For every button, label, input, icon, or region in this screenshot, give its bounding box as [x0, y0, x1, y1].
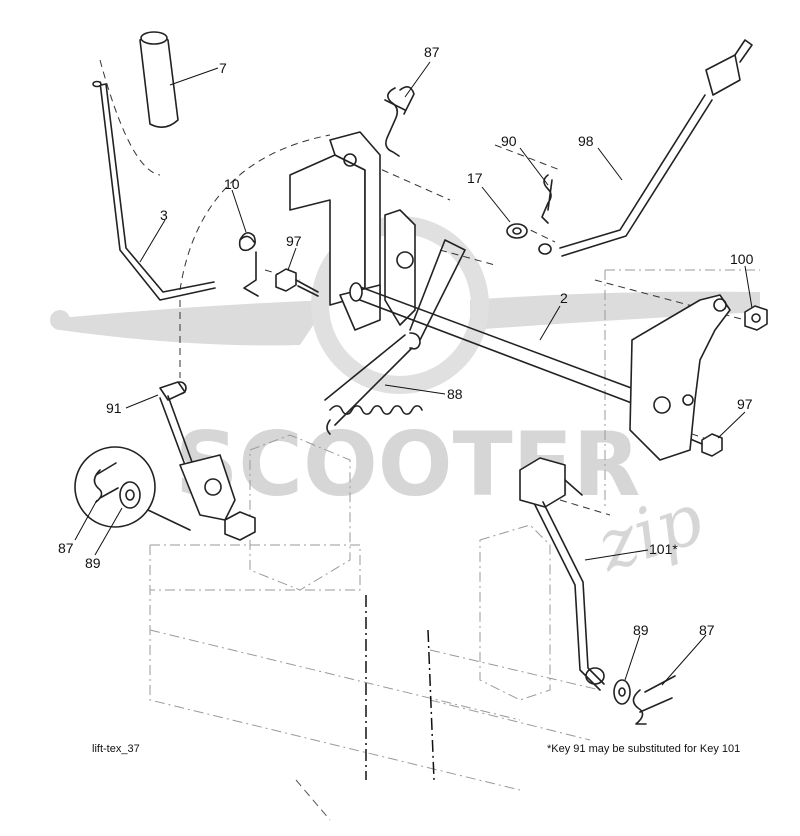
callout-87-top: 87: [424, 44, 440, 60]
callout-17: 17: [467, 170, 483, 186]
callout-100: 100: [730, 251, 754, 267]
diagram-reference-code: lift-tex_37: [92, 743, 140, 755]
callout-87-left: 87: [58, 540, 74, 556]
spring-part-88: [324, 239, 466, 435]
washer-part-17: [506, 223, 528, 239]
leader-lines: [74, 61, 753, 686]
lift-handle-part-3: [92, 80, 216, 301]
callout-97-lower: 97: [737, 396, 753, 412]
callout-2: 2: [560, 290, 568, 306]
bolt-part-97-lower: [687, 433, 723, 457]
clip-part-90: [541, 174, 553, 224]
washer-part-89: [613, 679, 631, 705]
callout-87-right: 87: [699, 622, 715, 638]
callout-10: 10: [224, 176, 240, 192]
callout-97-upper: 97: [286, 233, 302, 249]
deck-outline: [149, 269, 760, 821]
callout-3: 3: [160, 207, 168, 223]
watermark-word: SCOOTER: [175, 413, 640, 516]
detail-circle: [74, 446, 191, 531]
diagram-footnote: *Key 91 may be substituted for Key 101: [547, 743, 741, 755]
hairpin-clip-part-87-bottom: [632, 675, 676, 725]
callout-88: 88: [447, 386, 463, 402]
bolt-part-97-upper: [275, 268, 319, 297]
rod-part-98: [538, 39, 753, 257]
callout-89-right: 89: [633, 622, 649, 638]
hairpin-clip-part-87-top: [384, 86, 415, 157]
callout-labels: 7 87 90 98 17 10 3 97 100 2 88 91 97 101…: [58, 44, 754, 638]
callout-89-left: 89: [85, 555, 101, 571]
callout-91: 91: [106, 400, 122, 416]
callout-101: 101*: [649, 541, 678, 557]
link-part-101: [519, 457, 605, 691]
callout-90: 90: [501, 133, 517, 149]
grip-part-7: [139, 31, 179, 128]
link-part-91: [159, 381, 256, 541]
callout-98: 98: [578, 133, 594, 149]
spring-part-10: [238, 232, 259, 297]
cross-shaft-part-2: [349, 282, 731, 461]
callout-7: 7: [219, 60, 227, 76]
nut-part-100: [744, 305, 768, 331]
